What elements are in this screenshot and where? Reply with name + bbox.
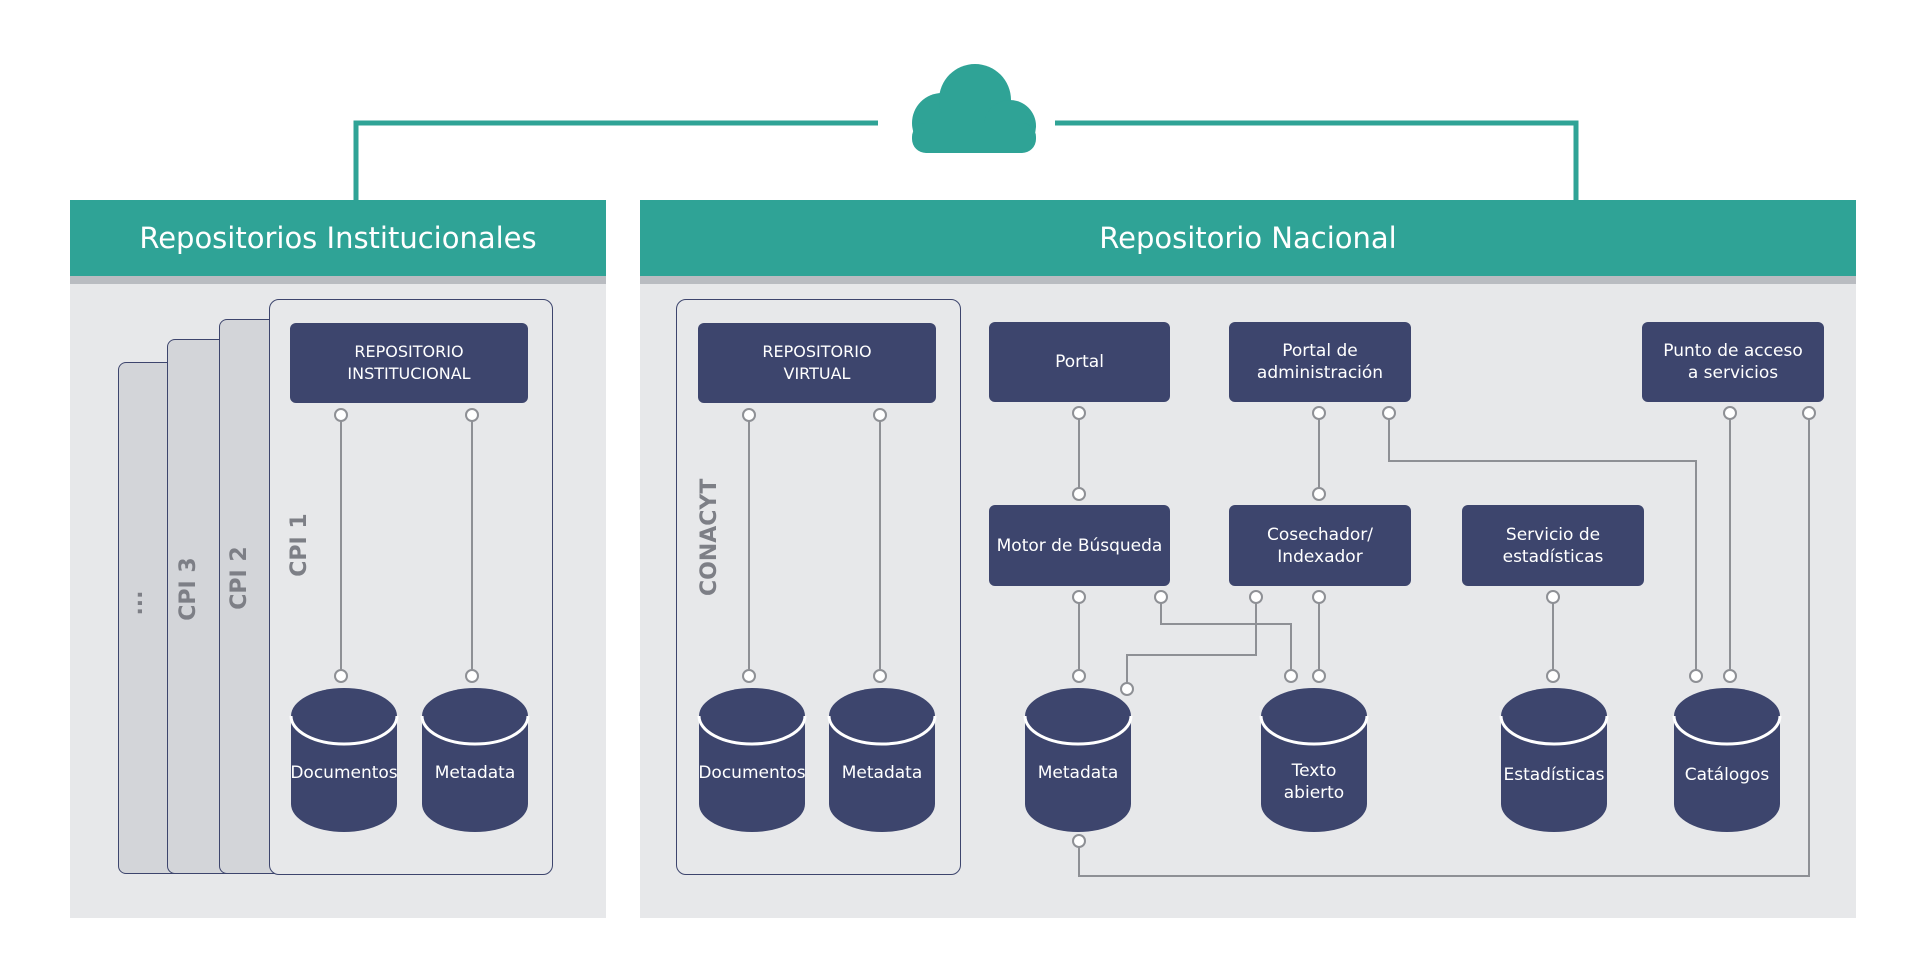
db-estadisticas: Estadísticas <box>1499 686 1609 834</box>
national-title: Repositorio Nacional <box>640 200 1856 284</box>
search-engine-box: Motor de Búsqueda <box>989 505 1170 586</box>
db-catalogos: Catálogos <box>1672 686 1782 834</box>
db-texto-abierto: Texto abierto <box>1259 686 1369 834</box>
db-label: Metadata <box>434 763 516 783</box>
admin-portal-box: Portal de administración <box>1229 322 1411 402</box>
db-metadata-institutional: Metadata <box>420 686 530 834</box>
conacyt-frame <box>676 299 961 875</box>
harvester-box: Cosechador/ Indexador <box>1229 505 1411 586</box>
layer-sheet-cpi3 <box>167 339 227 874</box>
institutional-title: Repositorios Institucionales <box>70 200 606 284</box>
db-label: Documentos <box>290 763 398 783</box>
db-label: Metadata <box>841 763 923 783</box>
db-label: Estadísticas <box>1503 765 1605 785</box>
db-metadata-virtual: Metadata <box>827 686 937 834</box>
db-label: Documentos <box>698 763 806 783</box>
stats-service-box: Servicio de estadísticas <box>1462 505 1644 586</box>
institutional-repository-box: REPOSITORIO INSTITUCIONAL <box>290 323 528 403</box>
access-point-box: Punto de acceso a servicios <box>1642 322 1824 402</box>
portal-box: Portal <box>989 322 1170 402</box>
cloud-icon <box>886 64 1050 158</box>
cloud-link-national <box>1055 120 1579 200</box>
db-metadata-national: Metadata <box>1023 686 1133 834</box>
db-label: Metadata <box>1037 763 1119 783</box>
virtual-repository-box: REPOSITORIO VIRTUAL <box>698 323 936 403</box>
cloud-link-institutional <box>353 120 878 200</box>
db-label: Catálogos <box>1684 765 1770 785</box>
db-documentos-virtual: Documentos <box>697 686 807 834</box>
db-documentos-institutional: Documentos <box>289 686 399 834</box>
db-label: Texto abierto <box>1283 761 1345 803</box>
